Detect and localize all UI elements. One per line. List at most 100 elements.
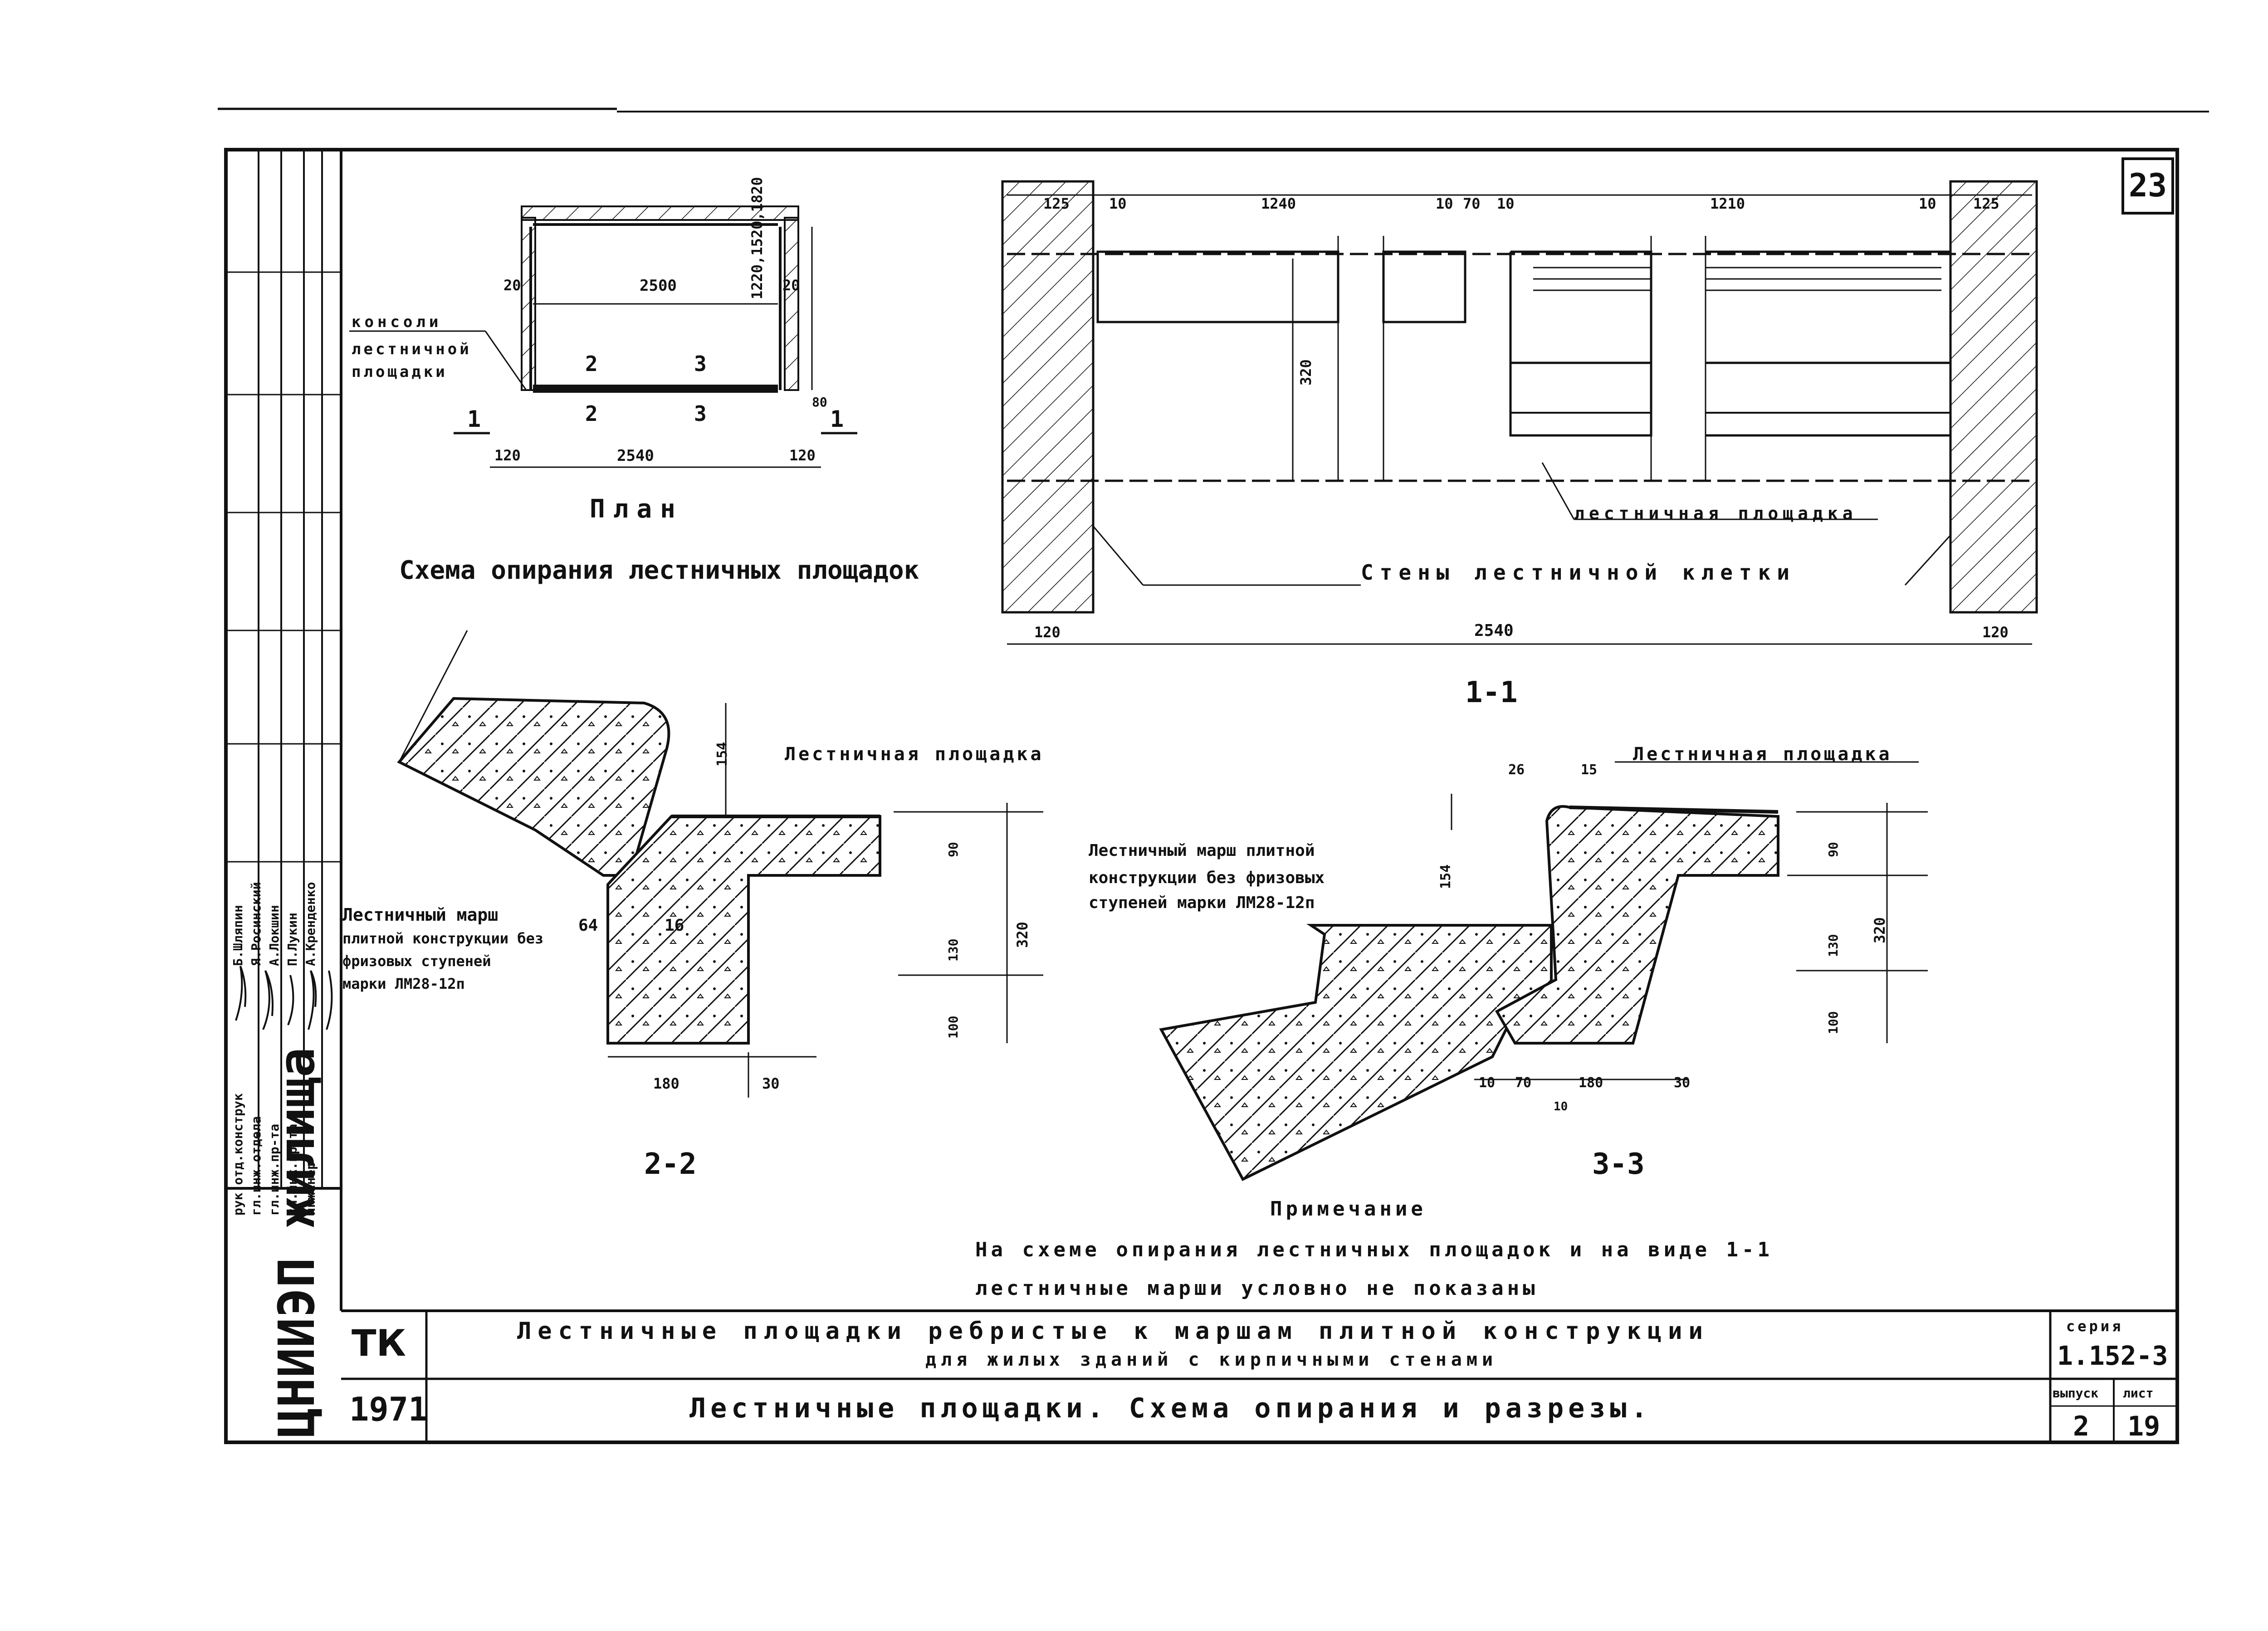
stamp-role-3: гл.инж.пр-та — [267, 1123, 282, 1216]
s22-dim-130: 130 — [946, 938, 961, 962]
plan-dim-bottom: 80 — [812, 395, 827, 410]
s11-dim-gap-a: 10 — [1109, 195, 1127, 212]
plan-cut-1a: 1 — [467, 406, 481, 432]
section-1-1-view — [1001, 180, 2038, 645]
s11-dim-base-left: 120 — [1034, 624, 1061, 641]
plan-cut-3: 3 — [694, 352, 707, 376]
s33-dim-130: 130 — [1826, 934, 1841, 957]
note-heading: Примечание — [1270, 1197, 1427, 1221]
plan-console-label-3: площадки — [352, 363, 448, 381]
s22-flight-label-3: фризовых ступеней — [342, 952, 491, 970]
s33-dim-15: 15 — [1581, 762, 1598, 778]
s33-dim-b10b: 10 — [1554, 1100, 1568, 1113]
plan-dim-left-gap: 20 — [503, 277, 521, 294]
s33-dim-26: 26 — [1508, 762, 1525, 778]
plan-cut-2b: 2 — [585, 401, 598, 426]
stamp-name-1: Б.Шляпин — [230, 905, 245, 966]
s33-dim-100: 100 — [1826, 1011, 1841, 1034]
s22-dim-16: 16 — [665, 916, 684, 935]
s33-flight-label-1: Лестничный марш плитной — [1089, 841, 1315, 860]
plan-caption: Схема опирания лестничных площадок — [399, 556, 919, 585]
s22-flight-label-2: плитной конструкции без — [342, 930, 544, 947]
s22-dim-90: 90 — [946, 842, 961, 857]
s22-dim-30: 30 — [762, 1075, 780, 1092]
section-1-1-landing-label: лестничная площадка — [1574, 503, 1857, 523]
section-2-2-title: 2-2 — [644, 1148, 697, 1181]
s33-dim-total: 320 — [1871, 917, 1888, 943]
note-line-1: На схеме опирания лестничных площадок и … — [975, 1238, 1774, 1261]
stamp-name-5: А.Кренденко — [303, 882, 318, 966]
s33-dim-b10: 10 — [1479, 1075, 1496, 1091]
section-3-3-title: 3-3 — [1592, 1148, 1645, 1181]
s33-flight-label-3: ступеней марки ЛМ28-12п — [1089, 894, 1315, 912]
s11-dim-span-left: 1240 — [1261, 195, 1296, 212]
section-1-1-walls-label: Стены лестничной клетки — [1361, 560, 1796, 585]
stamp-role-1: рук.отд.конструк — [230, 1093, 245, 1216]
s33-dim-90: 90 — [1826, 842, 1841, 857]
plan-dim-left-wall: 120 — [494, 447, 521, 464]
s22-flight-label-4: марки ЛМ28-12п — [342, 975, 465, 992]
section-2-2-view — [397, 630, 1043, 1098]
series-value: 1.152-3 — [2057, 1340, 2168, 1371]
stamp-org-name: ЦНИИЭП жилища — [268, 1047, 326, 1438]
s22-dim-total: 320 — [1014, 922, 1031, 948]
s22-dim-100: 100 — [946, 1016, 961, 1039]
s11-dim-span-right: 1210 — [1710, 195, 1745, 212]
plan-cut-1b: 1 — [830, 406, 844, 432]
series-label: серия — [2066, 1318, 2124, 1335]
note-line-2: лестничные марши условно не показаны — [975, 1277, 1539, 1300]
plan-dim-inner: 2500 — [640, 277, 677, 295]
page-number: 23 — [2128, 167, 2167, 204]
sheet-value: 19 — [2127, 1411, 2160, 1442]
stamp-name-3: А.Локшин — [267, 905, 282, 966]
sheet-title: Лестничные площадки. Схема опирания и ра… — [689, 1392, 1652, 1424]
section-1-1-title: 1-1 — [1465, 676, 1518, 709]
year: 1971 — [349, 1390, 428, 1428]
title-line-1: Лестничные площадки ребристые к маршам п… — [517, 1318, 1709, 1345]
s22-landing-label: Лестничная площадка — [785, 744, 1044, 765]
plan-cut-2: 2 — [585, 352, 598, 376]
s22-dim-180: 180 — [653, 1075, 679, 1092]
stamp-role-4: гл.инж.пр-та — [285, 1123, 300, 1216]
issue-value: 2 — [2073, 1411, 2090, 1442]
s33-dim-b70: 70 — [1515, 1075, 1532, 1091]
s11-dim-wall-left: 125 — [1043, 195, 1070, 212]
title-line-2: для жилых зданий с кирпичными стенами — [925, 1349, 1498, 1370]
s33-dim-top: 154 — [1438, 864, 1454, 889]
org-code: ТК — [352, 1322, 406, 1364]
s11-dim-gap-b: 10 — [1436, 195, 1453, 212]
plan-console-label-1: консоли — [352, 313, 442, 331]
s22-dim-64: 64 — [578, 916, 598, 935]
stamp-name-4: П.Лукин — [285, 912, 300, 966]
s11-dim-mid: 70 — [1463, 195, 1481, 212]
plan-dim-outer: 2540 — [617, 447, 654, 465]
s33-flight-label-2: конструкции без фризовых — [1089, 869, 1325, 887]
plan-view — [349, 205, 857, 468]
s11-dim-overall: 2540 — [1474, 621, 1514, 640]
section-3-3-view — [1159, 761, 1928, 1181]
sheet-label: лист — [2123, 1386, 2154, 1401]
s11-dim-gap-d: 10 — [1919, 195, 1936, 212]
plan-title: План — [590, 494, 684, 524]
s33-landing-label: Лестничная площадка — [1633, 744, 1892, 765]
issue-label: выпуск — [2053, 1386, 2099, 1401]
s11-dim-height: 320 — [1297, 359, 1315, 386]
plan-dim-right-gap: 20 — [782, 277, 800, 294]
s22-flight-label-1: Лестничный марш — [342, 905, 499, 925]
plan-console-label-2: лестничной — [352, 340, 472, 358]
s11-dim-wall-right: 125 — [1973, 195, 1999, 212]
stamp-signatures — [235, 966, 333, 1030]
s11-dim-base-right: 120 — [1982, 624, 2009, 641]
plan-dim-side: 1220,1520,1820 — [748, 177, 766, 299]
stamp-role-2: гл.инж.отдела — [249, 1116, 264, 1216]
s11-dim-gap-c: 10 — [1497, 195, 1515, 212]
stamp-role-5: инженер — [303, 1162, 318, 1216]
s33-dim-b180: 180 — [1579, 1075, 1603, 1091]
s33-dim-b30: 30 — [1674, 1075, 1691, 1091]
plan-cut-3b: 3 — [694, 401, 707, 426]
sheet-frame — [224, 148, 2179, 1444]
stamp-name-2: Я.Росинский — [249, 882, 264, 966]
s22-dim-top: 154 — [714, 742, 730, 767]
plan-dim-right-wall: 120 — [789, 447, 816, 464]
